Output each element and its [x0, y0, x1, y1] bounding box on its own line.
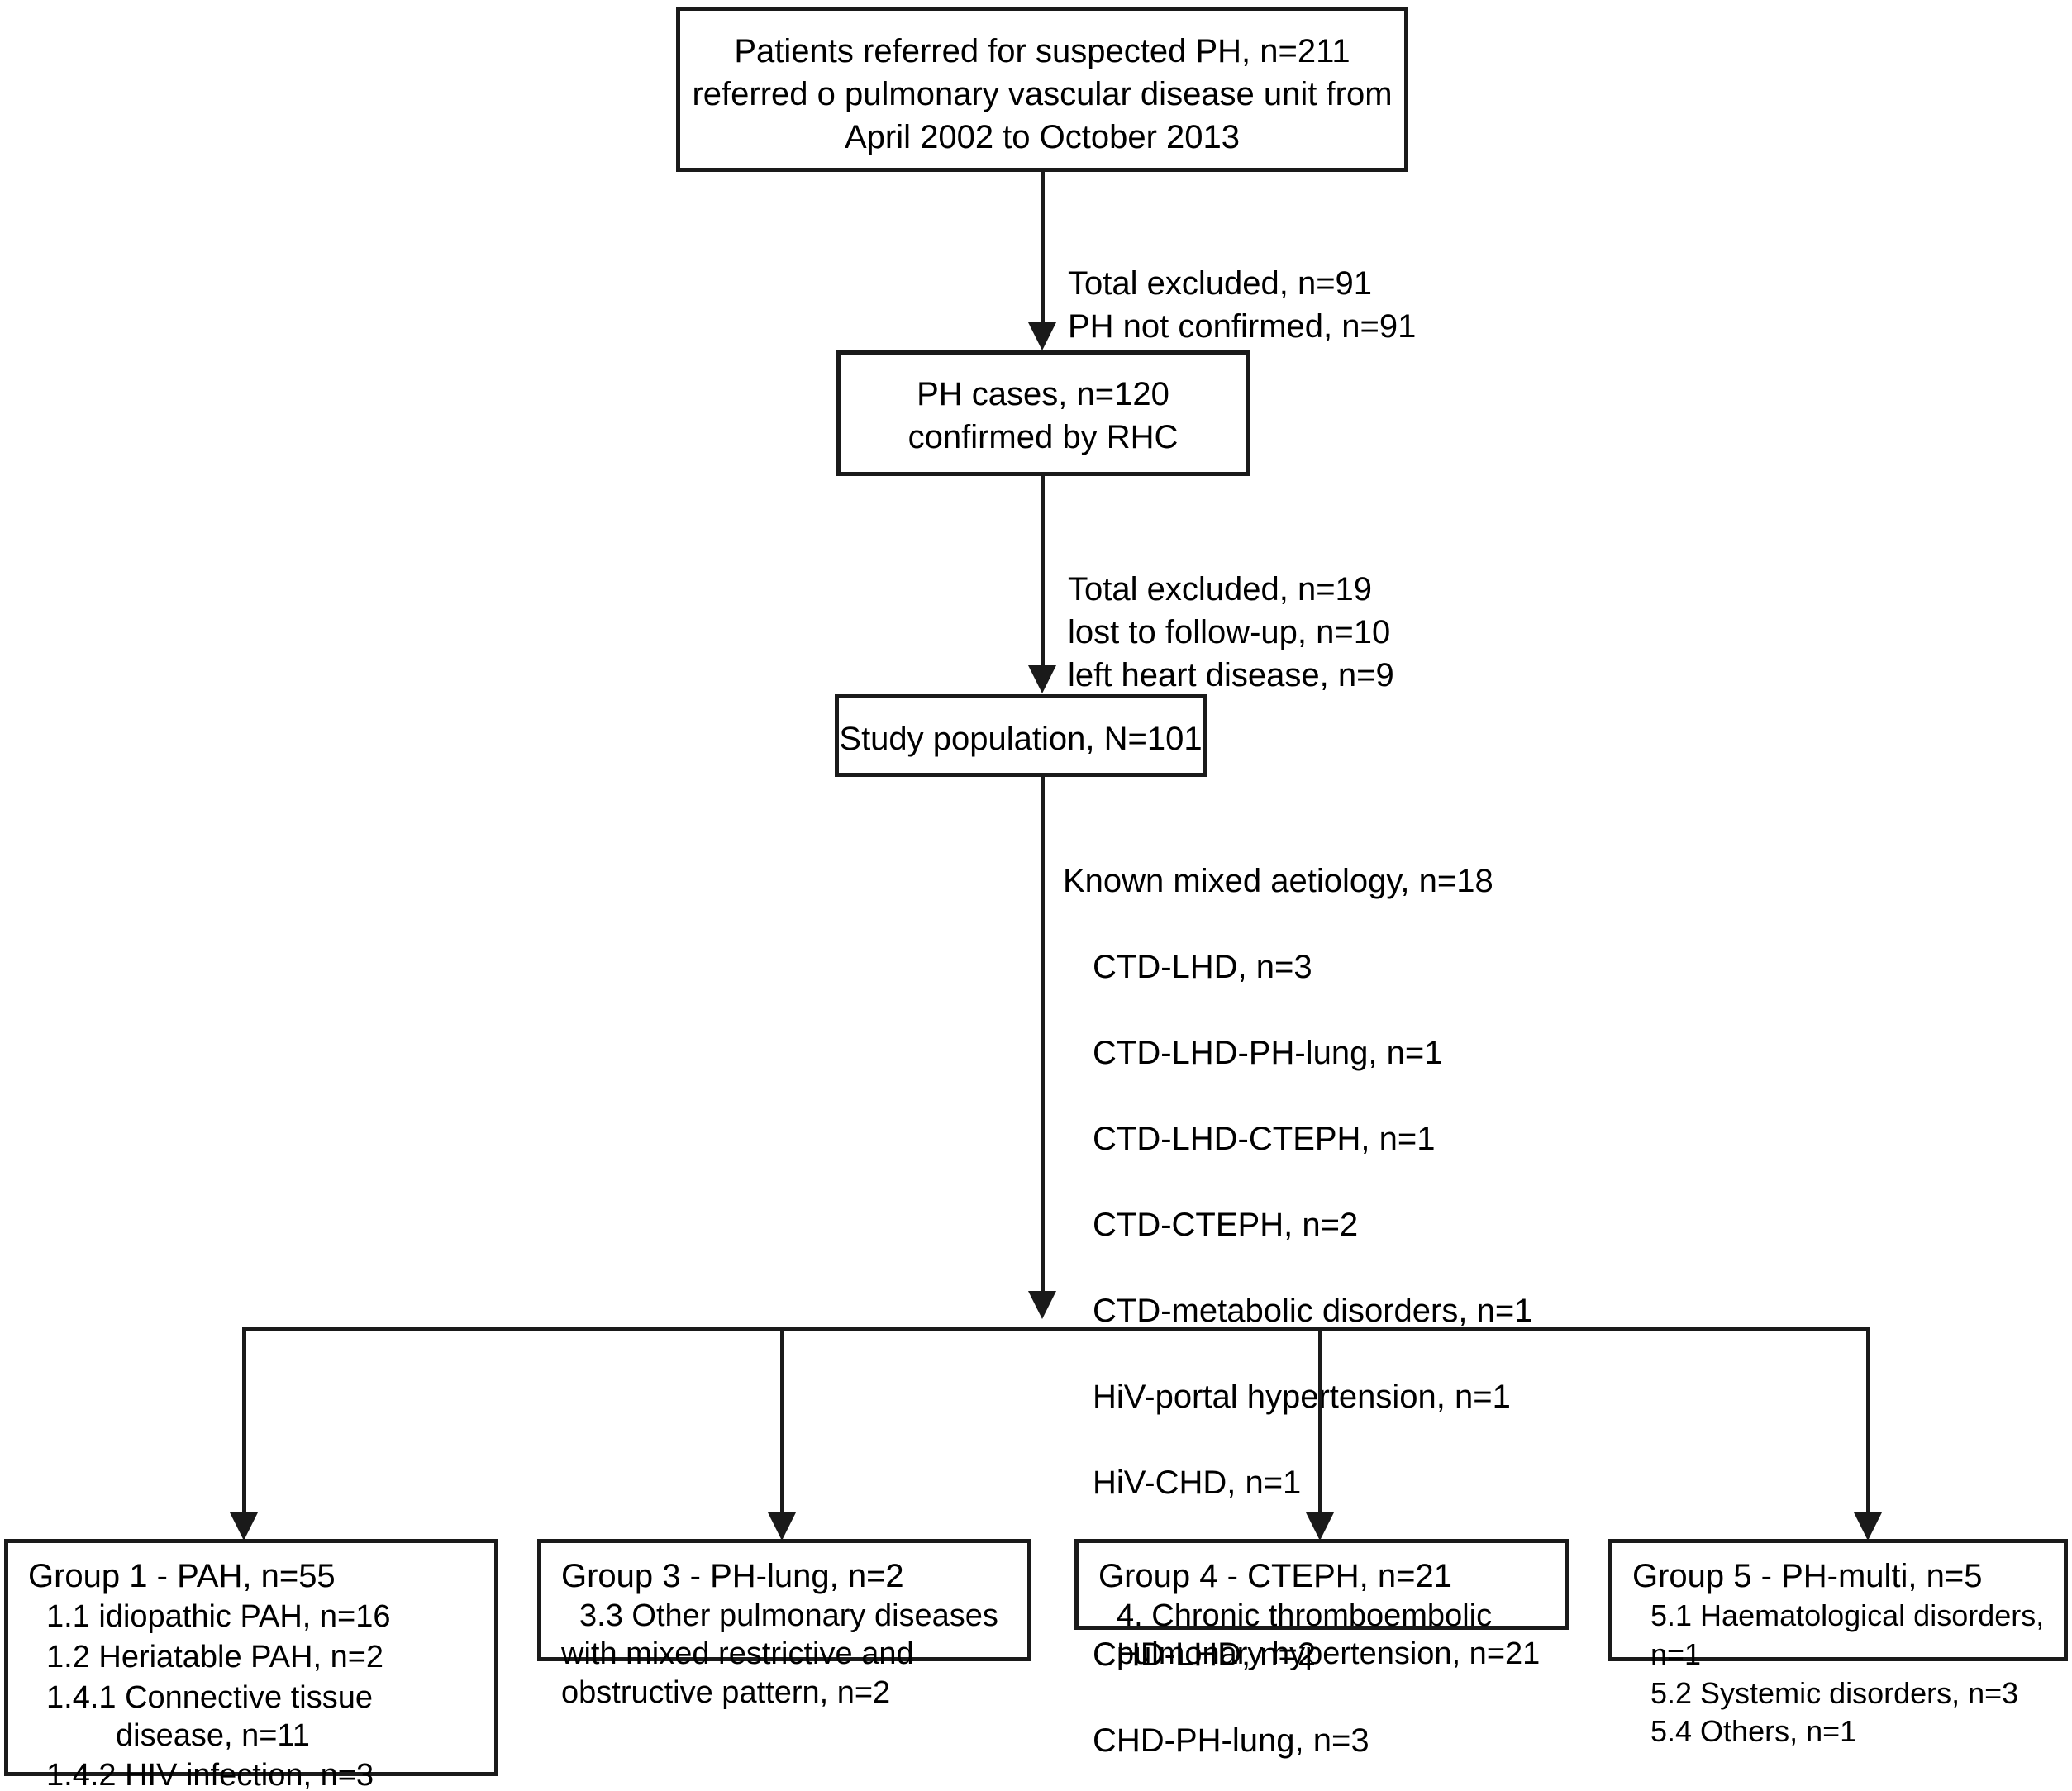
mixed-aetiology-item: CHD-PH-lung, n=3 [1093, 1722, 1369, 1759]
group-3-item: 3.3 Other pulmonary diseases [579, 1598, 998, 1633]
arrowhead-group-1 [230, 1512, 258, 1541]
exclusion-note-1-text: Total excluded, n=91 PH not confirmed, n… [1068, 265, 1417, 345]
node-patients-referred-text: Patients referred for suspected PH, n=21… [692, 33, 1393, 155]
exclusion-note-2: Total excluded, n=19 lost to follow-up, … [1068, 525, 1613, 697]
group-5-item: 5.4 Others, n=1 [1650, 1714, 1857, 1749]
group-1-item: 1.4.1 Connective tissue [46, 1679, 374, 1715]
group-5-item: 5.1 Haematological disorders, n=1 [1650, 1598, 2045, 1671]
node-study-population-text: Study population, N=101 [839, 721, 1203, 757]
mixed-aetiology-item: CTD-metabolic disorders, n=1 [1093, 1293, 1533, 1329]
group-3-title: Group 3 - PH-lung, n=2 [561, 1558, 904, 1594]
group-1-item: 1.2 Heriatable PAH, n=2 [46, 1640, 384, 1675]
mixed-aetiology-item: HiV-portal hypertension, n=1 [1093, 1379, 1511, 1415]
mixed-aetiology-item: CHD-LHD, n=2 [1093, 1636, 1317, 1673]
mixed-aetiology-header: Known mixed aetiology, n=18 [1063, 863, 1493, 899]
group-1-title: Group 1 - PAH, n=55 [28, 1558, 336, 1594]
group-4-item: pulmonary hypertension, n=21 [1117, 1636, 1541, 1672]
node-group-1: Group 1 - PAH, n=55 1.1 idiopathic PAH, … [4, 1539, 498, 1791]
node-study-population: Study population, N=101 [835, 694, 1207, 777]
mixed-aetiology-item: CTD-CTEPH, n=2 [1093, 1207, 1359, 1243]
node-group-5: Group 5 - PH-multi, n=5 5.1 Haematologic… [1608, 1539, 2068, 1748]
exclusion-note-1: Total excluded, n=91 PH not confirmed, n… [1068, 219, 1580, 348]
group-3-item: with mixed restrictive and [561, 1636, 914, 1672]
connector-to-group-3 [780, 1327, 784, 1517]
arrowhead-group-4 [1306, 1512, 1334, 1541]
group-1-item: 1.4.2 HIV infection, n=3 [46, 1757, 374, 1791]
group-4-item: 4. Chronic thromboembolic [1117, 1598, 1493, 1633]
arrowhead-phcases [1028, 322, 1056, 350]
node-group-3: Group 3 - PH-lung, n=2 3.3 Other pulmona… [537, 1539, 1031, 1710]
group-4-title: Group 4 - CTEPH, n=21 [1098, 1558, 1452, 1594]
mixed-aetiology-item: CTD-LHD, n=3 [1093, 949, 1312, 985]
split-bar-horizontal [242, 1327, 1870, 1331]
group-5-item: 5.2 Systemic disorders, n=3 [1650, 1675, 2019, 1710]
arrowhead-group-3 [768, 1512, 796, 1541]
node-ph-cases: PH cases, n=120 confirmed by RHC [836, 350, 1250, 476]
arrowhead-group-5 [1854, 1512, 1882, 1541]
node-group-4: Group 4 - CTEPH, n=21 4. Chronic thrombo… [1074, 1539, 1569, 1671]
connector-study-to-split [1041, 777, 1045, 1293]
mixed-aetiology-item: CTD-LHD-PH-lung, n=1 [1093, 1035, 1443, 1071]
node-ph-cases-text: PH cases, n=120 confirmed by RHC [907, 376, 1179, 455]
group-3-item: obstructive pattern, n=2 [561, 1674, 891, 1710]
group-1-item: 1.1 idiopathic PAH, n=16 [46, 1599, 391, 1634]
connector-to-group-5 [1866, 1327, 1870, 1517]
connector-to-group-1 [242, 1327, 246, 1517]
mixed-aetiology-item: CTD-LHD-CTEPH, n=1 [1093, 1121, 1436, 1157]
connector-phcases-to-study [1041, 476, 1045, 668]
connector-referred-to-phcases [1041, 172, 1045, 325]
exclusion-note-2-text: Total excluded, n=19 lost to follow-up, … [1068, 571, 1394, 693]
group-1-item-cont: disease, n=11 [116, 1718, 310, 1754]
group-5-title: Group 5 - PH-multi, n=5 [1632, 1558, 1983, 1594]
node-patients-referred: Patients referred for suspected PH, n=21… [676, 7, 1408, 172]
mixed-aetiology-item: HiV-CHD, n=1 [1093, 1465, 1302, 1501]
connector-to-group-4 [1318, 1327, 1322, 1517]
arrowhead-split-bar [1028, 1291, 1056, 1319]
arrowhead-study-population [1028, 665, 1056, 693]
